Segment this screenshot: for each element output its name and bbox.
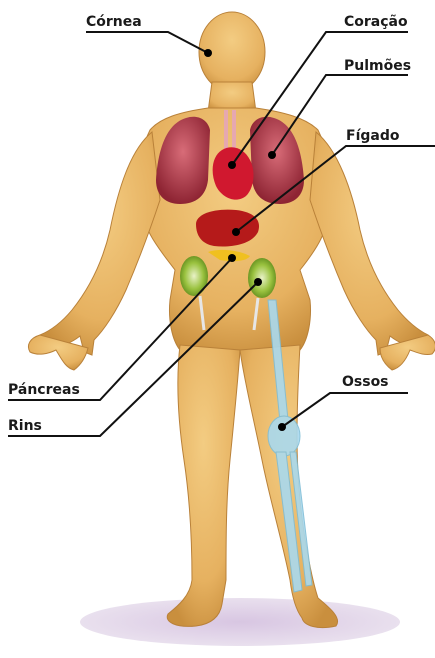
label-pulmoes: Pulmões xyxy=(344,58,411,74)
cornea-dot xyxy=(204,49,212,57)
label-pancreas: Páncreas xyxy=(8,382,80,398)
cornea-leader xyxy=(86,32,208,53)
floor-shadow xyxy=(80,598,400,646)
human-body-silhouette xyxy=(28,12,435,628)
label-rins: Rins xyxy=(8,418,42,434)
rins-dot xyxy=(254,278,262,286)
label-cornea: Córnea xyxy=(86,14,142,30)
label-figado: Fígado xyxy=(346,128,399,144)
coracao-dot xyxy=(228,161,236,169)
ossos-dot xyxy=(278,423,286,431)
label-ossos: Ossos xyxy=(342,374,389,390)
ossos-leader xyxy=(282,393,408,427)
label-coracao: Coração xyxy=(344,14,408,30)
pulmoes-dot xyxy=(268,151,276,159)
figado-dot xyxy=(232,228,240,236)
pancreas-dot xyxy=(228,254,236,262)
